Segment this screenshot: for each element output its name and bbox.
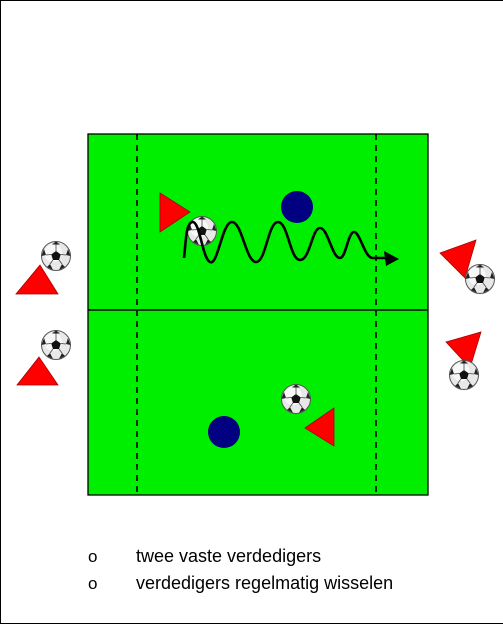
cone-icon xyxy=(159,192,191,233)
cone-icon xyxy=(304,407,335,447)
cone-icon xyxy=(16,356,59,386)
note-text: verdedigers regelmatig wisselen xyxy=(136,573,394,593)
bullet-icon: o xyxy=(88,547,98,566)
cone-icon xyxy=(439,239,477,279)
defender-icon xyxy=(208,416,240,448)
playing-field xyxy=(87,133,429,496)
notes-list: o twee vaste verdedigers o verdedigers r… xyxy=(88,543,393,597)
bullet-icon: o xyxy=(88,574,98,593)
soccer-ball-icon xyxy=(465,264,495,294)
note-item: o twee vaste verdedigers xyxy=(88,543,393,570)
cone-icon xyxy=(15,264,59,295)
soccer-ball-icon xyxy=(41,330,71,360)
dribble-arrowhead-icon xyxy=(384,251,399,266)
note-text: twee vaste verdedigers xyxy=(136,546,322,566)
soccer-ball-icon xyxy=(281,384,311,414)
dribble-path-icon xyxy=(182,220,386,264)
cone-icon xyxy=(445,331,482,369)
note-item: o verdedigers regelmatig wisselen xyxy=(88,570,393,597)
soccer-ball-icon xyxy=(41,241,71,271)
soccer-ball-icon xyxy=(449,360,479,390)
defender-icon xyxy=(281,191,313,223)
